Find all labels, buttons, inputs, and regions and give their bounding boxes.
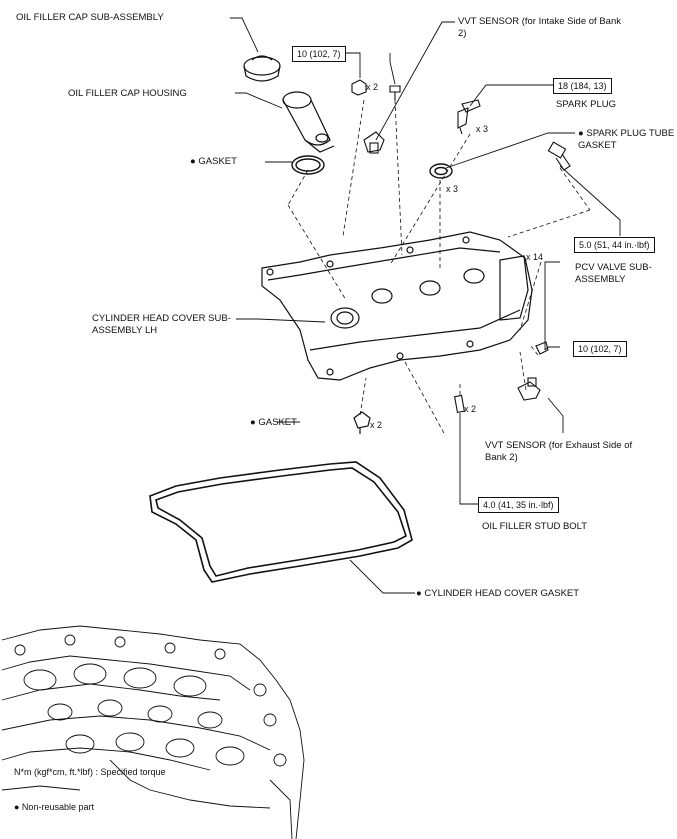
label-oil-filler-cap-housing: OIL FILLER CAP HOUSING: [68, 88, 187, 99]
qty-tube-gaskets: x 3: [446, 184, 459, 194]
vvt-sensor-intake-drawing: [363, 131, 385, 154]
label-pcv-valve: PCV VALVE SUB-ASSEMBLY: [575, 262, 652, 285]
label-oil-filler-cap: OIL FILLER CAP SUB-ASSEMBLY: [16, 12, 164, 23]
cover-bolt-drawing: [535, 341, 549, 355]
pcv-valve-drawing: [547, 141, 571, 171]
qty-cover-bolts: x 14: [526, 252, 544, 262]
label-gasket-2: ● GASKET: [250, 417, 297, 428]
gasket-small-drawing: [353, 411, 371, 434]
vvt-sensor-exhaust-drawing: [517, 377, 541, 401]
cover-gasket-drawing: [149, 461, 413, 583]
label-oil-filler-stud: OIL FILLER STUD BOLT: [482, 521, 588, 532]
torque-stud-bolt: 4.0 (41, 35 in.·lbf): [478, 497, 559, 513]
label-gasket-1: ● GASKET: [190, 156, 237, 167]
torque-cover-bolt: 10 (102, 7): [573, 341, 627, 357]
qty-vvt-bolts: x 2: [366, 82, 379, 92]
legend-torque-units: N*m (kgf*cm, ft.*lbf) : Specified torque: [14, 767, 166, 777]
cylinder-head-cover-drawing: [261, 231, 533, 381]
tube-gasket-drawing: [429, 163, 453, 179]
oil-filler-cap-drawing: [243, 55, 281, 82]
label-vvt-intake: VVT SENSOR (for Intake Side of Bank 2): [458, 16, 621, 39]
spark-plug-drawing: [457, 99, 481, 135]
label-cover-gasket: ● CYLINDER HEAD COVER GASKET: [416, 588, 580, 599]
torque-spark-plug: 18 (184, 13): [553, 78, 612, 94]
gasket-ring-drawing: [291, 155, 325, 175]
stud-bolt-drawing: [454, 394, 465, 414]
qty-studs: x 2: [464, 404, 477, 414]
leader-lines: [230, 17, 621, 594]
legend-non-reusable: ● Non-reusable part: [14, 802, 94, 812]
label-vvt-exhaust: VVT SENSOR (for Exhaust Side of Bank 2): [485, 440, 633, 463]
torque-vvt-bolt-top: 10 (102, 7): [292, 46, 346, 62]
label-spark-plug: SPARK PLUG: [556, 99, 617, 110]
qty-spark-plugs: x 3: [476, 124, 489, 134]
oil-filler-housing-drawing: [282, 91, 335, 153]
label-cylinder-head-cover: CYLINDER HEAD COVER SUB-ASSEMBLY LH: [92, 313, 231, 336]
dashed-assembly-lines: [287, 99, 591, 436]
torque-pcv: 5.0 (51, 44 in.·lbf): [574, 237, 655, 253]
engine-block-drawing: [1, 625, 305, 839]
qty-gaskets: x 2: [370, 420, 383, 430]
bolt-drawings: [351, 79, 401, 100]
label-spark-plug-tube-gasket: ● SPARK PLUG TUBE GASKET: [578, 128, 675, 151]
